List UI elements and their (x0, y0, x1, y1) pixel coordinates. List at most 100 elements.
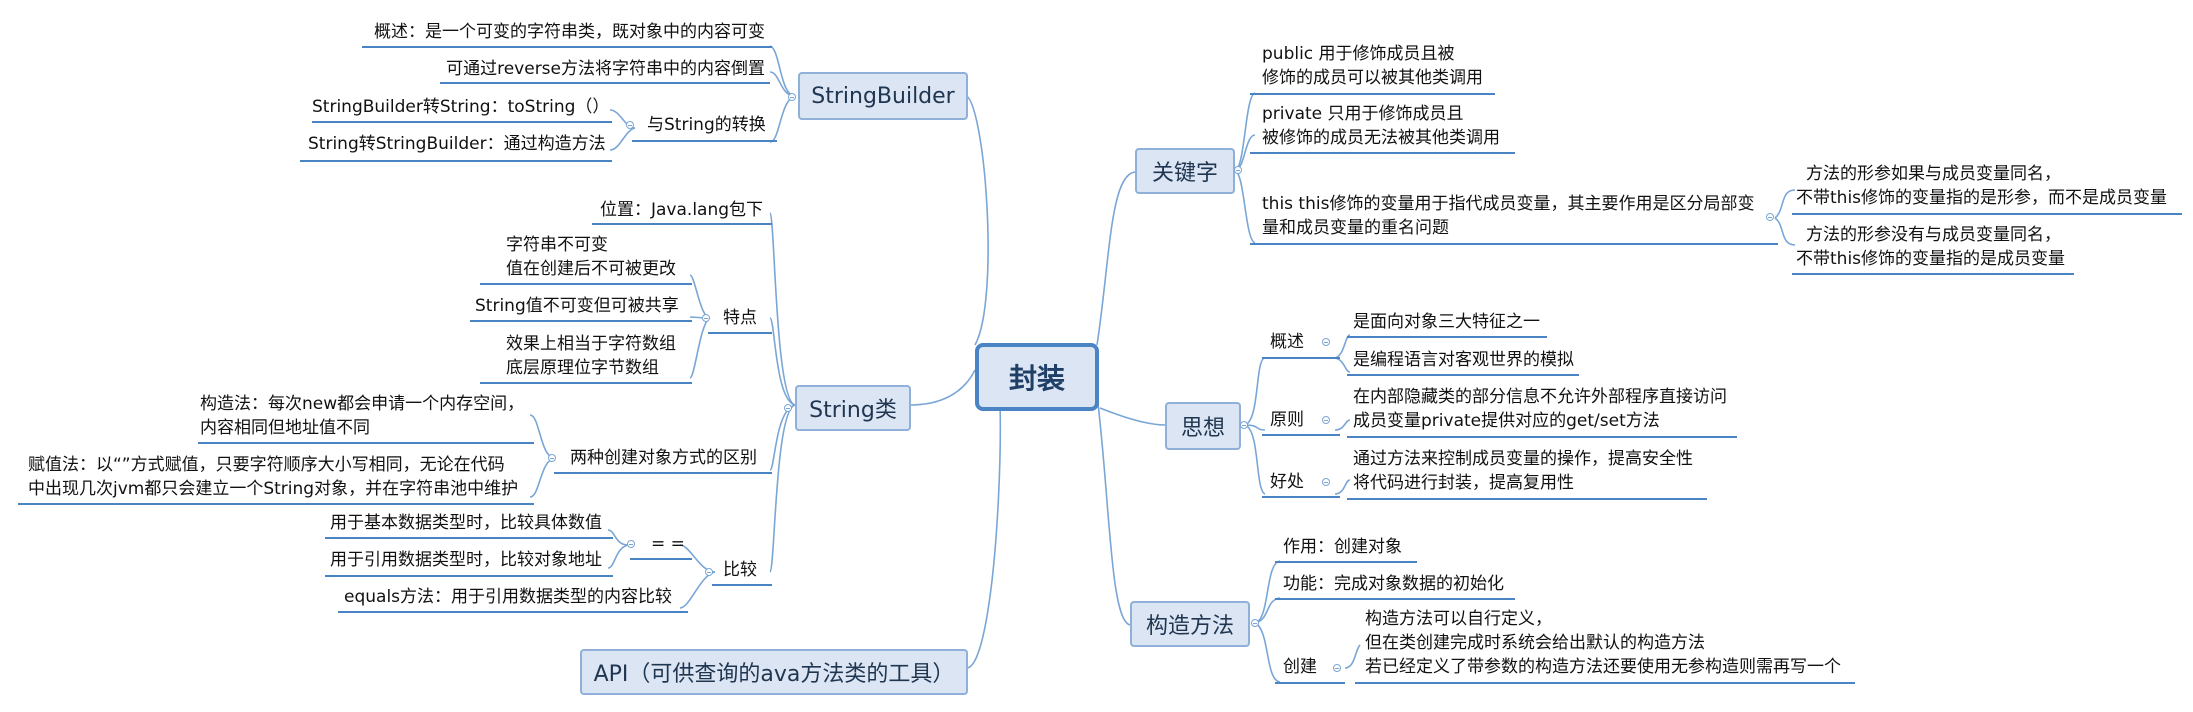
underline (1347, 436, 1737, 438)
collapse-icon[interactable] (1322, 416, 1330, 424)
string-compare: 比较 (723, 560, 757, 580)
string-feature3: 效果上相当于字符数组 (506, 334, 676, 354)
string-feature1b: 值在创建后不可被更改 (506, 259, 676, 279)
keyword-node[interactable]: 关键字 (1135, 148, 1235, 194)
idea-benefit-1: 通过方法来控制成员变量的操作，提高安全性 (1353, 449, 1693, 469)
string-class-node[interactable]: String类 (795, 385, 911, 431)
ctor-create-3: 若已经定义了带参数的构造方法还要使用无参构造则需再写一个 (1365, 657, 1841, 677)
string-feature1: 字符串不可变 (506, 235, 608, 255)
underline (325, 575, 613, 577)
underline (1262, 434, 1340, 436)
underline (1250, 93, 1495, 95)
string-feature2: String值不可变但可被共享 (475, 296, 679, 316)
underline (592, 223, 772, 225)
string-create1: 构造法：每次new都会申请一个内存空间， (200, 394, 525, 414)
collapse-icon[interactable] (1322, 338, 1330, 346)
underline (1250, 152, 1515, 154)
idea-principle-1: 在内部隐藏类的部分信息不允许外部程序直接访问 (1353, 387, 1727, 407)
string-create1b: 内容相同但地址值不同 (200, 418, 370, 438)
underline (18, 503, 534, 505)
collapse-icon[interactable] (705, 568, 713, 576)
string-equals: equals方法：用于引用数据类型的内容比较 (344, 587, 673, 607)
keyword-private: private 只用于修饰成员且 (1262, 104, 1464, 124)
underline (1262, 357, 1340, 359)
idea-node[interactable]: 思想 (1165, 402, 1241, 450)
string-location: 位置：Java.lang包下 (600, 200, 764, 220)
root-node[interactable]: 封装 (975, 343, 1099, 411)
collapse-icon[interactable] (626, 121, 634, 129)
string-eq: = = (651, 534, 685, 554)
collapse-icon[interactable] (1766, 213, 1774, 221)
string-create2b: 中出现几次jvm都只会建立一个String对象，并在字符串池中维护 (28, 479, 519, 499)
underline (1347, 374, 1579, 376)
keyword-this-case2b: 不带this修饰的变量指的是成员变量 (1796, 249, 2066, 269)
underline (712, 584, 772, 586)
keyword-public-2: 修饰的成员可以被其他类调用 (1262, 68, 1483, 88)
collapse-icon[interactable] (1240, 421, 1248, 429)
string-feature: 特点 (723, 308, 757, 328)
ctor-create: 创建 (1283, 657, 1317, 677)
api-node[interactable]: API（可供查询的ava方法类的工具） (580, 649, 968, 695)
string-create2: 赋值法：以“”方式赋值，只要字符顺序大小写相同，无论在代码 (28, 455, 505, 475)
keyword-public: public 用于修饰成员且被 (1262, 44, 1455, 64)
idea-principle-2: 成员变量private提供对应的get/set方法 (1353, 411, 1660, 431)
stringbuilder-conv1: StringBuilder转String：toString（） (312, 97, 610, 117)
keyword-this-2: 量和成员变量的重名问题 (1262, 218, 1449, 238)
keyword-this: this this修饰的变量用于指代成员变量，其主要作用是区分局部变 (1262, 194, 1755, 214)
underline (1250, 243, 1778, 245)
ctor-create-2: 但在类创建完成时系统会给出默认的构造方法 (1365, 633, 1705, 653)
idea-principle: 原则 (1270, 410, 1304, 430)
underline (1275, 561, 1417, 563)
stringbuilder-desc1: 概述：是一个可变的字符串类，既对象中的内容可变 (374, 22, 765, 42)
string-eq2: 用于引用数据类型时，比较对象地址 (330, 550, 602, 570)
underline (1275, 682, 1345, 684)
underline (1347, 498, 1707, 500)
collapse-icon[interactable] (784, 404, 792, 412)
underline (708, 332, 772, 334)
collapse-icon[interactable] (702, 314, 710, 322)
keyword-this-case2: 方法的形参没有与成员变量同名， (1806, 225, 2061, 245)
underline (325, 537, 613, 539)
keyword-this-case1: 方法的形参如果与成员变量同名， (1806, 164, 2061, 184)
underline (198, 442, 534, 444)
collapse-icon[interactable] (1333, 664, 1341, 672)
stringbuilder-desc2: 可通过reverse方法将字符串中的内容倒置 (446, 59, 765, 79)
stringbuilder-conv2: String转StringBuilder：通过构造方法 (308, 134, 606, 154)
keyword-private-2: 被修饰的成员无法被其他类调用 (1262, 128, 1500, 148)
underline (440, 82, 770, 84)
underline (312, 121, 612, 123)
underline (1275, 598, 1515, 600)
collapse-icon[interactable] (548, 454, 556, 462)
idea-overview-1: 是面向对象三大特征之一 (1353, 312, 1540, 332)
ctor-use: 作用：创建对象 (1283, 537, 1402, 557)
underline (1262, 496, 1340, 498)
underline (1355, 682, 1855, 684)
collapse-icon[interactable] (1234, 166, 1242, 174)
underline (480, 283, 692, 285)
idea-overview-2: 是编程语言对客观世界的模拟 (1353, 350, 1574, 370)
keyword-this-case1b: 不带this修饰的变量指的是形参，而不是成员变量 (1796, 188, 2168, 208)
idea-benefit-2: 将代码进行封装，提高复用性 (1353, 473, 1574, 493)
idea-benefit: 好处 (1270, 472, 1304, 492)
string-eq1: 用于基本数据类型时，比较具体数值 (330, 513, 602, 533)
underline (300, 160, 612, 162)
stringbuilder-convert: 与String的转换 (647, 115, 766, 135)
constructor-node[interactable]: 构造方法 (1130, 601, 1250, 647)
underline (1347, 336, 1547, 338)
string-feature3b: 底层原理位字节数组 (506, 358, 659, 378)
idea-overview: 概述 (1270, 332, 1304, 352)
collapse-icon[interactable] (1251, 619, 1259, 627)
string-create-diff: 两种创建对象方式的区别 (570, 448, 757, 468)
underline (470, 320, 692, 322)
collapse-icon[interactable] (627, 540, 635, 548)
collapse-icon[interactable] (1322, 478, 1330, 486)
underline (362, 46, 772, 48)
ctor-func: 功能：完成对象数据的初始化 (1283, 574, 1504, 594)
stringbuilder-node[interactable]: StringBuilder (798, 72, 968, 120)
underline (554, 472, 772, 474)
underline (338, 611, 688, 613)
underline (630, 558, 692, 560)
underline (480, 382, 692, 384)
collapse-icon[interactable] (788, 93, 796, 101)
underline (632, 140, 777, 142)
